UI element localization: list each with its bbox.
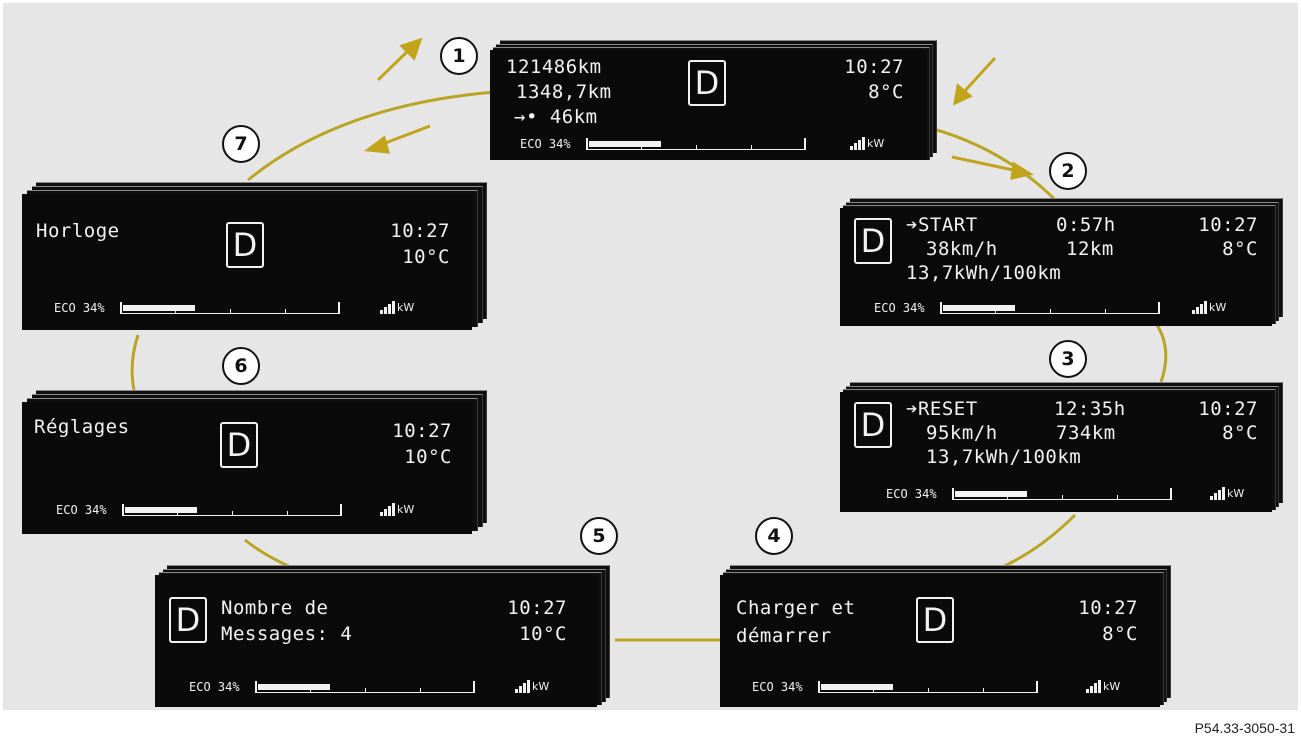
arrow-left-icon (364, 124, 431, 154)
screen-4-message-line-2: démarrer (736, 625, 832, 647)
screen-3-avg-consumption: 13,7kWh/100km (926, 446, 1082, 468)
screen-3-trip-time: 12:35h (1054, 398, 1126, 420)
eco-gauge (818, 681, 1038, 693)
gear-indicator: D (169, 597, 207, 643)
ring-segment-1-2 (929, 126, 1067, 212)
callout-2: 2 (1049, 152, 1087, 190)
screen-2-avg-speed: 38km/h (926, 238, 998, 260)
gear-indicator: D (854, 218, 892, 264)
screen-1-trip-distance: 1348,7km (516, 81, 612, 103)
arrow-down-left-icon (953, 56, 997, 106)
screen-1-range: →• 46km (514, 106, 598, 128)
callout-4: 4 (755, 517, 793, 555)
eco-label: ECO 34% (874, 301, 925, 315)
eco-label: ECO 34% (752, 680, 803, 694)
eco-bar-row: ECO 34% kW (752, 680, 1121, 694)
callout-6: 6 (222, 347, 260, 385)
eco-gauge (255, 681, 475, 693)
screen-1-clock: 10:27 (844, 56, 904, 78)
eco-label: ECO 34% (886, 487, 937, 501)
display-screen-6: Réglages D 10:27 10°C ECO 34% kW (22, 390, 487, 538)
ring-segment-1-7 (247, 90, 496, 182)
gear-indicator: D (916, 597, 954, 643)
screen-1-odometer: 121486km (506, 56, 602, 78)
screen-3-trip-distance: 734km (1056, 422, 1116, 444)
eco-gauge (120, 302, 340, 314)
eco-label: ECO 34% (189, 680, 240, 694)
display-screen-3: D ➔RESET 95km/h 13,7kWh/100km 12:35h 734… (840, 382, 1285, 514)
screen-1-temperature: 8°C (868, 81, 904, 103)
screen-7-temperature: 10°C (402, 246, 450, 268)
eco-label: ECO 34% (54, 301, 105, 315)
screen-5-message-line-2: Messages: 4 (221, 623, 353, 645)
eco-label: ECO 34% (520, 137, 571, 151)
eco-bar-row: ECO 34% kW (189, 680, 550, 694)
screen-5-clock: 10:27 (507, 597, 567, 619)
arrow-right-icon (951, 155, 1034, 180)
callout-7: 7 (222, 125, 260, 163)
screen-2-trip-start: ➔START (906, 214, 978, 236)
screen-3-avg-speed: 95km/h (926, 422, 998, 444)
gear-indicator: D (854, 402, 892, 448)
gear-indicator: D (226, 222, 264, 268)
eco-gauge (952, 488, 1172, 500)
eco-bar-row: ECO 34% kW (56, 503, 415, 517)
figure-reference-code: P54.33-3050-31 (1194, 720, 1295, 736)
display-screen-4: Charger et démarrer D 10:27 8°C ECO 34% … (720, 565, 1172, 710)
screen-2-trip-time: 0:57h (1056, 214, 1116, 236)
display-screen-2: D ➔START 38km/h 13,7kWh/100km 0:57h 12km… (840, 198, 1285, 328)
callout-3: 3 (1049, 340, 1087, 378)
screen-4-temperature: 8°C (1102, 623, 1138, 645)
display-screen-5: D Nombre de Messages: 4 10:27 10°C ECO 3… (155, 565, 610, 710)
ring-segment-2-3 (1153, 321, 1168, 391)
screen-3-temperature: 8°C (1222, 422, 1258, 444)
screen-3-clock: 10:27 (1198, 398, 1258, 420)
ring-segment-6-7 (130, 334, 140, 396)
eco-bar-row: ECO 34% kW (886, 487, 1245, 501)
eco-gauge (940, 302, 1160, 314)
gear-indicator: D (688, 60, 726, 106)
screen-6-clock: 10:27 (392, 420, 452, 442)
eco-bar-row: ECO 34% kW (54, 301, 415, 315)
screen-2-avg-consumption: 13,7kWh/100km (906, 262, 1062, 284)
screen-6-menu-title: Réglages (34, 416, 130, 438)
screen-4-message-line-1: Charger et (736, 597, 856, 619)
eco-label: ECO 34% (56, 503, 107, 517)
display-screen-7: Horloge D 10:27 10°C ECO 34% kW (22, 182, 487, 334)
callout-5: 5 (580, 517, 618, 555)
callout-1: 1 (440, 37, 478, 75)
screen-7-menu-title: Horloge (36, 220, 120, 242)
arrow-up-right-icon (376, 37, 423, 82)
screen-2-trip-distance: 12km (1066, 238, 1114, 260)
eco-gauge (122, 504, 342, 516)
screen-2-temperature: 8°C (1222, 238, 1258, 260)
screen-7-clock: 10:27 (390, 220, 450, 242)
eco-bar-row: ECO 34% kW (874, 301, 1227, 315)
gear-indicator: D (220, 422, 258, 468)
screen-6-temperature: 10°C (404, 446, 452, 468)
screen-2-clock: 10:27 (1198, 214, 1258, 236)
screen-5-temperature: 10°C (519, 623, 567, 645)
screen-4-clock: 10:27 (1078, 597, 1138, 619)
eco-gauge (586, 138, 806, 150)
screen-5-message-line-1: Nombre de (221, 597, 329, 619)
display-screen-1: 121486km 1348,7km →• 46km D 10:27 8°C EC… (490, 40, 938, 162)
screen-3-trip-reset: ➔RESET (906, 398, 978, 420)
eco-bar-row: ECO 34% kW (520, 137, 885, 151)
